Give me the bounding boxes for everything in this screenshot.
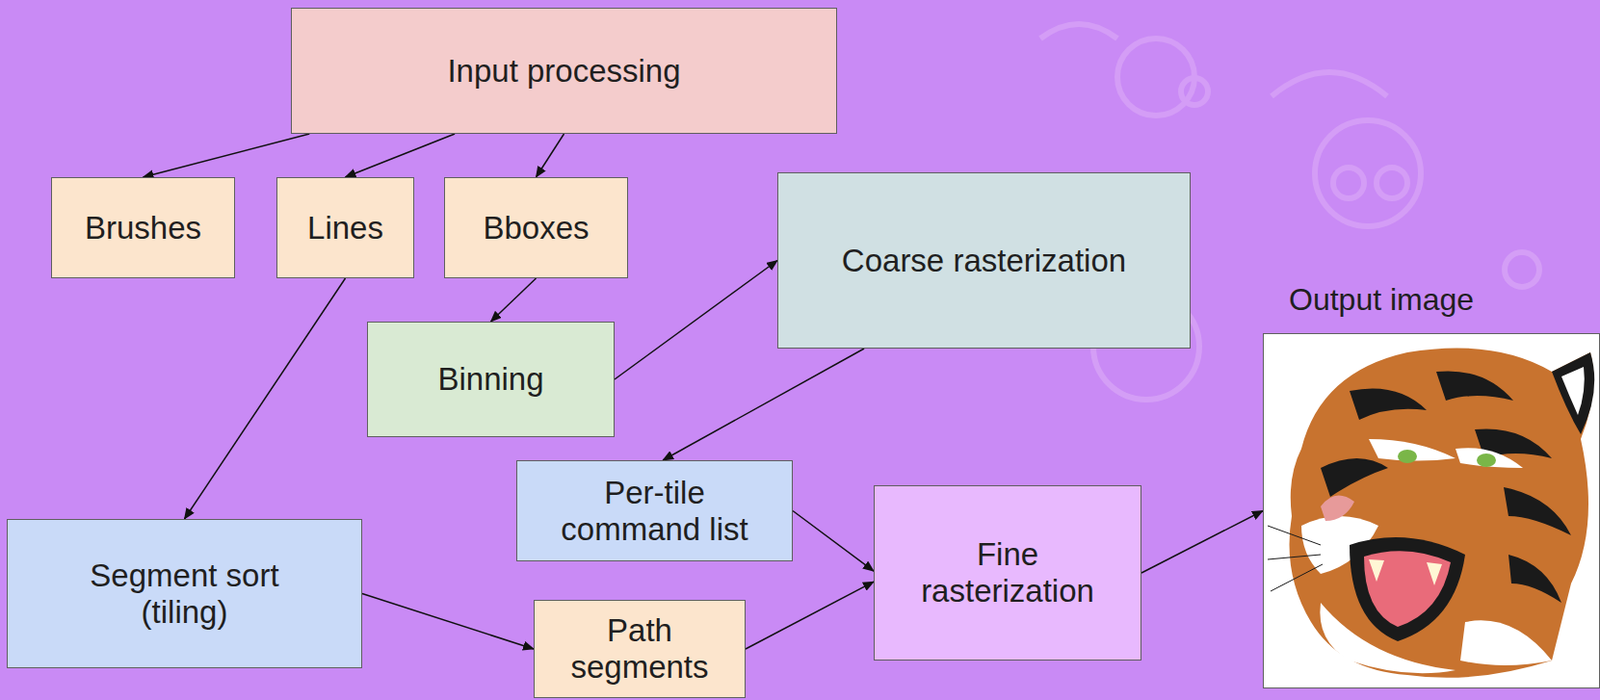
data-box: Per-tile command list [516,460,793,562]
data-box: Path segments [533,600,746,699]
flow-arrow [662,348,865,461]
flow-arrow [792,511,874,573]
process-box: Binning [367,321,615,438]
box-label: Segment sort (tiling) [46,557,323,631]
box-label: Fine rasterization [890,536,1126,610]
process-box: Segment sort (tiling) [6,519,363,669]
box-label: Binning [437,361,544,398]
flow-arrow [184,278,346,520]
box-label: Bboxes [482,209,589,247]
flow-arrow [1141,511,1263,575]
flow-arrow [745,581,874,650]
output-image-box: Output image [1262,333,1600,689]
box-label: Brushes [84,209,202,247]
box-label: Per-tile command list [532,474,777,549]
flow-arrow [362,594,534,651]
flow-arrow [143,133,311,178]
data-box: Lines [276,177,415,279]
data-box: Bboxes [444,177,629,279]
image-heading: Output image [1288,282,1474,318]
process-box: Input processing [290,7,838,134]
box-label: Lines [307,209,384,247]
data-box: Brushes [51,177,236,279]
box-label: Input processing [446,52,681,90]
flow-arrow [345,133,456,178]
flow-arrow [614,261,778,381]
flow-arrow [536,133,565,178]
box-label: Path segments [548,612,732,686]
process-box: Fine rasterization [873,485,1142,661]
flow-arrow [491,278,537,322]
process-box: Coarse rasterization [777,172,1191,349]
box-label: Coarse rasterization [841,242,1127,280]
